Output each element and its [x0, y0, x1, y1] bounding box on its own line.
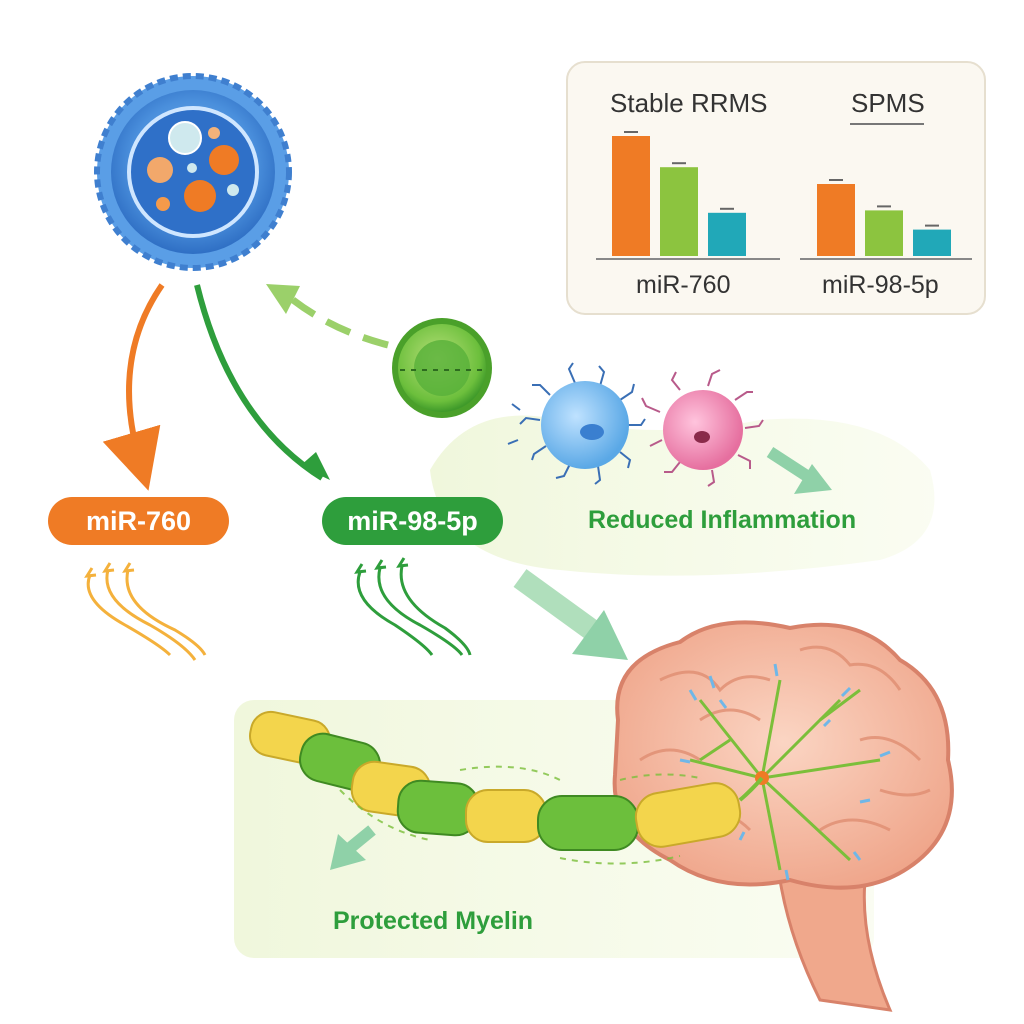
exosome-cell	[94, 73, 292, 271]
pink-immune-cell	[641, 369, 764, 487]
bar	[612, 136, 650, 256]
green-immune-cell	[392, 318, 492, 418]
chart-title-rrms: Stable RRMS	[610, 88, 768, 118]
protected-myelin-label: Protected Myelin	[333, 907, 534, 935]
myelinated-axon	[249, 710, 764, 865]
arrowhead-to-mir98	[300, 452, 330, 480]
mir98-pill: miR-98-5p	[322, 497, 503, 545]
arrow-to-mir760	[102, 283, 165, 491]
arrowhead-to-brain	[572, 610, 628, 660]
arrowhead-to-myelin	[330, 834, 366, 870]
mir760-pill: miR-760	[48, 497, 229, 545]
arrow-to-myelin	[346, 825, 376, 853]
chart-xlabel-rrms: miR-760	[636, 271, 731, 299]
arrow-to-brain	[513, 569, 607, 645]
bars-stable-rrms	[612, 131, 746, 256]
bars-spms	[817, 179, 951, 256]
chart-title-spms: SPMS	[851, 88, 925, 118]
mir98-signal-waves	[354, 557, 472, 656]
mir760-signal-waves	[84, 562, 207, 661]
chart-xlabel-spms: miR-98-5p	[822, 271, 939, 299]
bar	[865, 210, 903, 256]
arrowhead-dashed-back	[266, 284, 300, 314]
blue-immune-cell	[507, 362, 646, 485]
bar	[817, 184, 855, 256]
arrow-dashed-back	[285, 293, 389, 349]
bar	[708, 212, 746, 256]
reduced-inflammation-label: Reduced Inflammation	[588, 506, 857, 534]
bar	[913, 229, 951, 256]
bar	[660, 167, 698, 256]
arrowhead-to-inflammation	[794, 464, 832, 494]
arrow-to-mir98	[194, 284, 324, 481]
arrow-to-inflammation	[766, 446, 814, 484]
